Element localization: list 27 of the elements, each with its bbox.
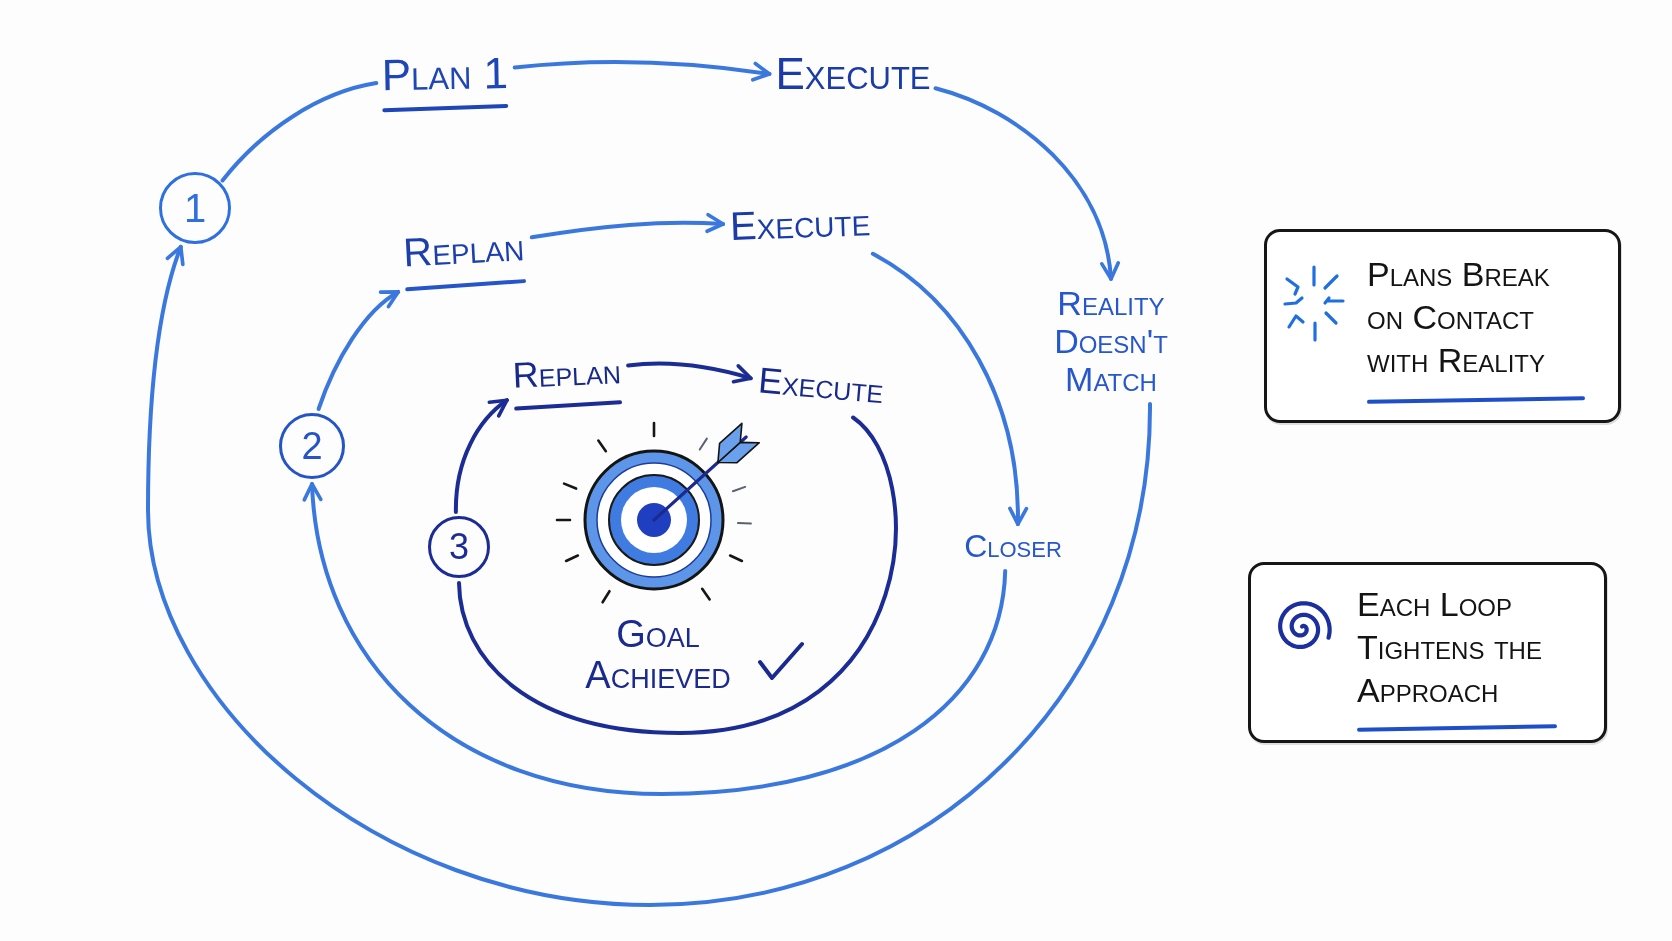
curved-arrow: [870, 251, 1028, 527]
curved-arrow: [933, 86, 1120, 281]
curved-arrow: [303, 482, 1008, 796]
step-number-circle: 2: [279, 413, 345, 479]
step-number-circle: 3: [428, 516, 490, 578]
step-label: Execute: [729, 199, 871, 249]
step-label: Plan 1: [381, 48, 509, 100]
note-text: Plans Break on Contact with Reality: [1367, 254, 1551, 381]
step-label: Closer: [964, 529, 1062, 565]
note-card: [1264, 229, 1621, 423]
curved-arrow: [316, 289, 401, 411]
curved-connector: [220, 81, 379, 183]
note-text: Each Loop Tightens the Approach: [1357, 584, 1543, 711]
curved-arrow: [529, 213, 726, 240]
step-label: Execute: [756, 360, 886, 412]
curved-arrow: [626, 361, 753, 384]
step-number-circle: 1: [159, 172, 231, 244]
curved-arrow: [453, 398, 509, 514]
step-label: Replan: [402, 224, 525, 275]
goal-label: Goal Achieved: [584, 613, 732, 697]
step-label: Reality Doesn't Match: [1046, 283, 1176, 399]
note-card: [1248, 562, 1607, 743]
step-label: Replan: [511, 351, 622, 396]
curved-arrow: [146, 244, 1152, 907]
curved-arrow: [512, 60, 772, 82]
curved-connector: [457, 415, 898, 735]
step-label: Execute: [775, 49, 931, 99]
